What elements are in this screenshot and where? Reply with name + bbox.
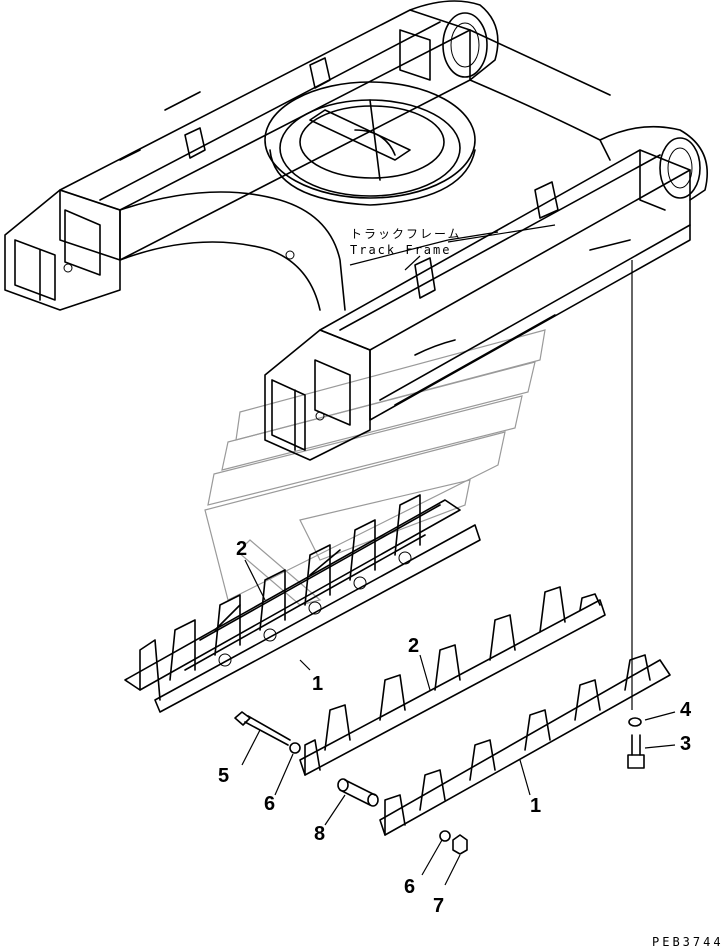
callout-2-lower: 2 [408, 635, 419, 657]
callout-8: 8 [314, 823, 325, 845]
callout-4: 4 [680, 699, 692, 721]
washer-4 [628, 717, 642, 727]
callout-5: 5 [218, 765, 229, 787]
bolt-3 [627, 734, 645, 769]
bolt-5 [234, 711, 291, 746]
callout-1-upper: 1 [312, 673, 323, 695]
track-guard-assembly [124, 494, 481, 713]
leader-lines [241, 224, 676, 886]
callout-3: 3 [680, 733, 691, 755]
callout-6-upper: 6 [264, 793, 275, 815]
track-guard-lower [299, 586, 671, 836]
label-en: Track Frame [350, 243, 451, 257]
callout-6-lower: 6 [404, 876, 415, 898]
washer-6b [439, 830, 451, 842]
callout-7: 7 [433, 895, 444, 917]
drawing-code: PEB3744 [652, 935, 724, 949]
track-frame [4, 0, 709, 461]
spacer-pipe-8 [337, 778, 379, 807]
nut-7 [452, 834, 468, 855]
callout-1-lower: 1 [530, 795, 541, 817]
callout-2-upper: 2 [236, 538, 247, 560]
washer-6a [289, 742, 301, 754]
label-jp: トラックフレーム [350, 227, 462, 241]
